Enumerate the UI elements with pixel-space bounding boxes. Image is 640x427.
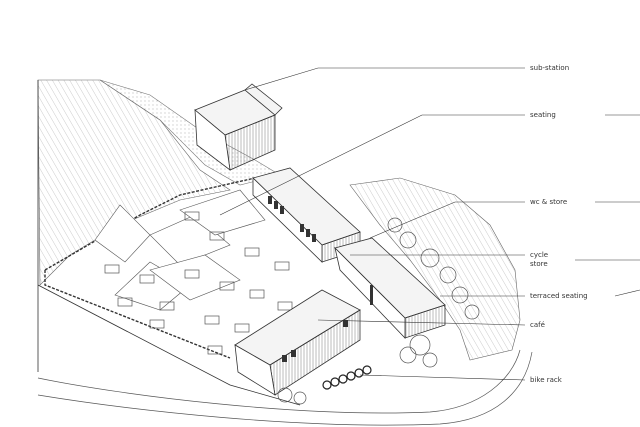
- label-sub-station: sub-station: [530, 64, 569, 72]
- shade-sail: [179, 189, 266, 236]
- site-boundary: [37, 80, 301, 406]
- cafe-building: [234, 289, 361, 396]
- ground-plane: [37, 79, 533, 426]
- courtyard: [44, 177, 293, 359]
- label-terraced-seating: terraced seating: [530, 292, 588, 300]
- lower-path-edge: [37, 349, 521, 414]
- shade-sail: [149, 214, 231, 266]
- cycle-store-building: [334, 237, 446, 339]
- bike-rack: [322, 365, 372, 390]
- lower-path-edge-2: [37, 351, 533, 426]
- label-wc-store: wc & store: [530, 198, 567, 206]
- label-store: store: [530, 260, 548, 268]
- label-bike-rack: bike rack: [530, 376, 563, 384]
- leader-lines: [219, 67, 640, 381]
- building-windows: [268, 196, 316, 242]
- cafe-windows: [282, 320, 348, 362]
- label-seating: seating: [530, 111, 556, 119]
- terrace-bank: [349, 177, 521, 361]
- picnic-tables: [104, 211, 293, 355]
- shrubs: [277, 217, 480, 405]
- label-cycle: cycle: [530, 251, 548, 259]
- shade-sail: [149, 254, 241, 301]
- courtyard-fence: [44, 177, 256, 359]
- label-cafe: café: [530, 321, 545, 329]
- sub-station-building: [194, 83, 283, 171]
